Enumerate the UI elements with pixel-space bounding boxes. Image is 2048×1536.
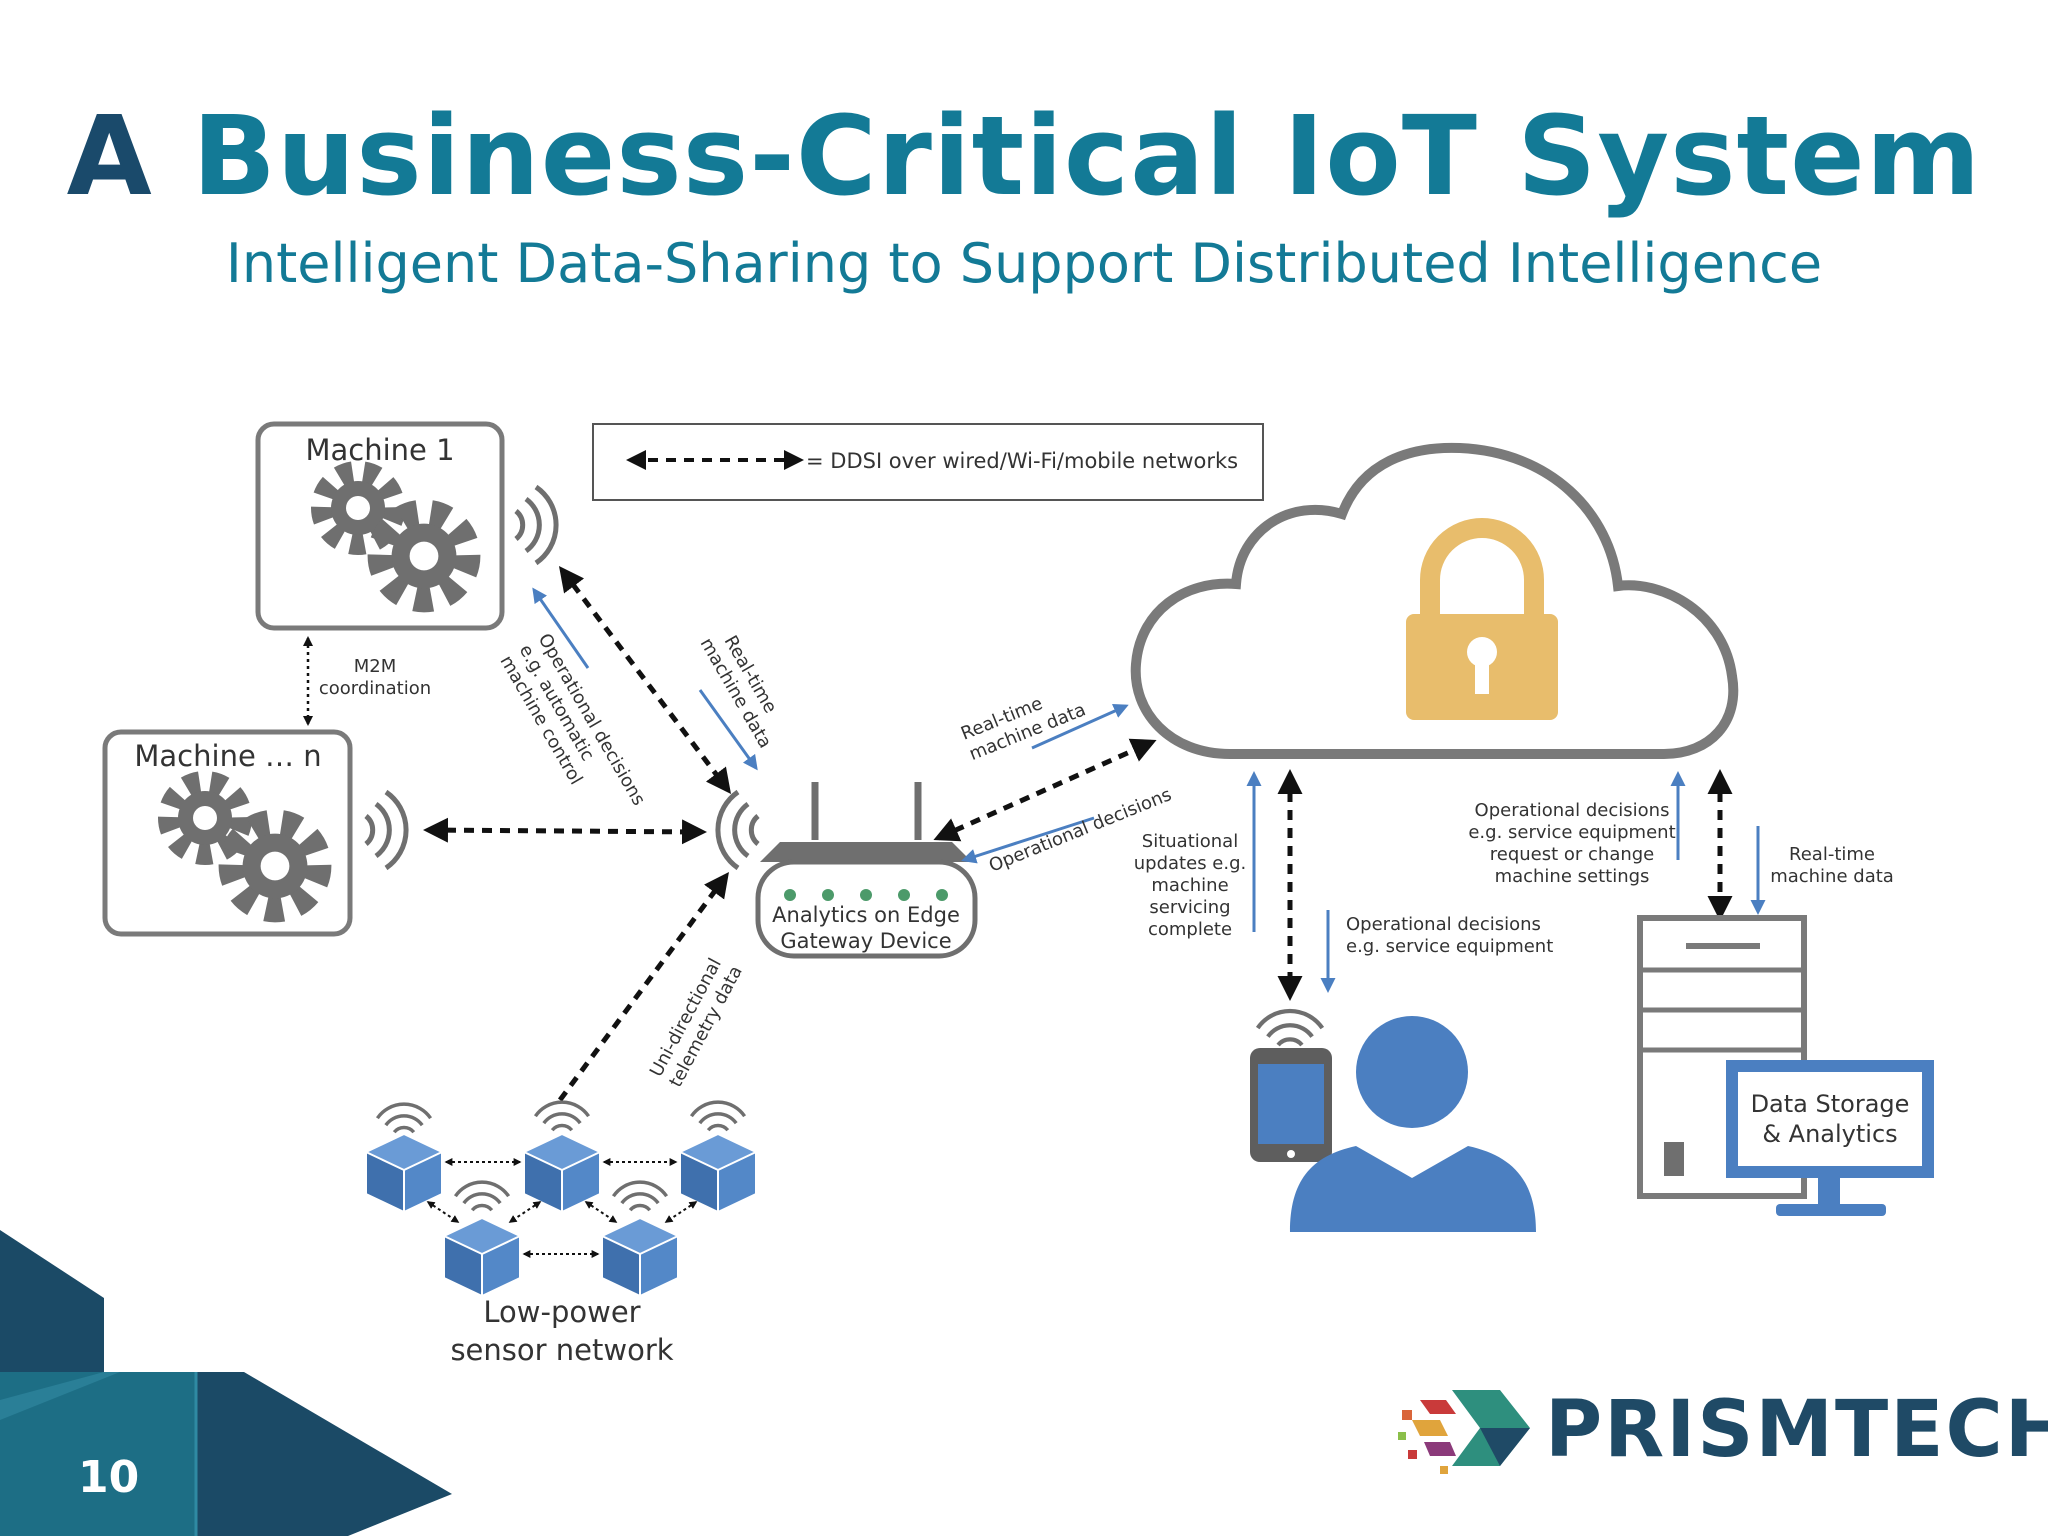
sensor-cube [679, 1133, 757, 1213]
svg-text:Situational: Situational [1142, 831, 1238, 852]
rt-cloud-arrow [1031, 704, 1129, 750]
slide-subtitle: Intelligent Data-Sharing to Support Dist… [225, 232, 1823, 295]
wireless-icon [366, 792, 406, 868]
svg-text:updates e.g.: updates e.g. [1134, 853, 1246, 874]
svg-text:Operational decisions: Operational decisions [1475, 800, 1670, 821]
sensor-cube [601, 1217, 679, 1297]
svg-text:machine settings: machine settings [1495, 866, 1650, 887]
rt-cloud-text: Real-time machine data [958, 693, 1089, 765]
gateway-label-line2: Gateway Device [780, 929, 951, 953]
svg-text:servicing: servicing [1149, 897, 1230, 918]
svg-text:e.g. service equipment: e.g. service equipment [1346, 936, 1553, 957]
wireless-icon [453, 1180, 511, 1212]
sensor-network [365, 1100, 757, 1297]
wireless-icon [689, 1100, 747, 1132]
monitor-icon [1726, 1060, 1934, 1216]
svg-text:Operational decisions: Operational decisions [1346, 914, 1541, 935]
storage-label-line1: Data Storage [1751, 1090, 1910, 1118]
corner-decoration [0, 1230, 452, 1536]
prismtech-logo-icon [1398, 1390, 1530, 1474]
wireless-icon [533, 1100, 591, 1132]
gateway-device [755, 782, 978, 959]
svg-text:e.g. service equipment: e.g. service equipment [1468, 822, 1675, 843]
svg-text:request or change: request or change [1490, 844, 1655, 865]
title-part-1: A [66, 92, 193, 220]
situational-text: Situational updates e.g. machine servici… [1134, 831, 1246, 940]
svg-text:Real-time: Real-time [1789, 844, 1875, 865]
sensor-label-line1: Low-power [483, 1295, 640, 1329]
wireless-icon [718, 792, 758, 868]
telemetry-text: Uni-directional telemetry data [646, 955, 747, 1091]
sensor-cube [365, 1133, 443, 1213]
ddsi-arrow-gateway-cloud [933, 738, 1157, 842]
op-decisions-arrow [532, 587, 590, 669]
sensor-cube [523, 1133, 601, 1213]
wireless-icon [611, 1180, 669, 1212]
rt-storage-text: Real-time machine data [1770, 844, 1894, 887]
person-icon [1290, 1016, 1536, 1232]
rt-data-arrow [698, 689, 758, 771]
sensor-cube [443, 1217, 521, 1297]
page-number: 10 [78, 1452, 140, 1503]
ddsi-arrow-machine1-gateway [558, 566, 732, 794]
wireless-icon [1258, 1011, 1323, 1045]
tablet-icon [1250, 1048, 1332, 1162]
op-gateway-arrow [961, 816, 1095, 864]
machine-1-label: Machine 1 [305, 433, 454, 467]
wireless-icon [375, 1102, 433, 1134]
gateway-label-line1: Analytics on Edge [772, 903, 960, 927]
lock-icon [1406, 518, 1558, 720]
svg-text:machine data: machine data [1770, 866, 1894, 887]
wireless-icon [516, 487, 556, 563]
storage-label-line2: & Analytics [1762, 1120, 1897, 1148]
rt-machine-text: Real-time machine data [696, 632, 781, 752]
m2m-label-line1: M2M [354, 656, 397, 677]
legend-label: = DDSI over wired/Wi-Fi/mobile networks [806, 449, 1238, 473]
machine-n-label: Machine … n [134, 739, 321, 773]
ddsi-arrow-machinen-gateway [423, 817, 707, 845]
svg-text:complete: complete [1148, 919, 1232, 940]
sensor-label-line2: sensor network [450, 1333, 673, 1367]
op-service-text: Operational decisions e.g. service equip… [1346, 914, 1553, 957]
m2m-label-line2: coordination [319, 678, 431, 699]
slide-title: A Business-Critical IoT System [0, 92, 2048, 220]
svg-text:machine: machine [1151, 875, 1228, 896]
op-decisions-machine-text: Operational decisions e.g. automatic mac… [496, 630, 650, 809]
title-part-2: Business-Critical IoT System [192, 92, 1982, 220]
brand-name: PRISMTECH [1545, 1385, 2048, 1475]
op-cloud-text: Operational decisions e.g. service equip… [1468, 800, 1675, 887]
